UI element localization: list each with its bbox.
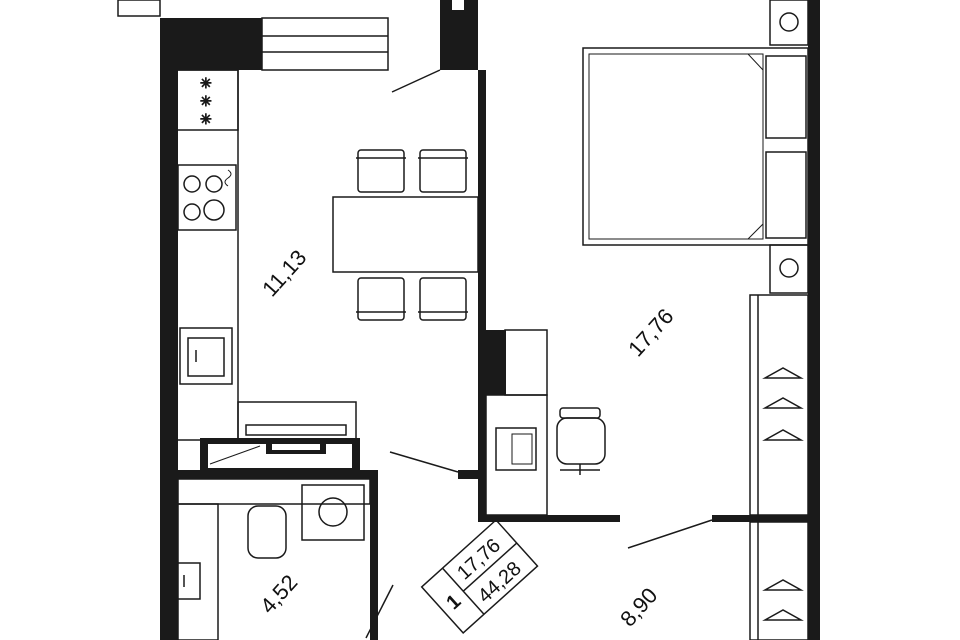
bathroom-area-label: 4,52 xyxy=(255,570,302,619)
bathroom-fixtures xyxy=(171,478,371,640)
office-chair-icon xyxy=(556,407,606,475)
sink-icon xyxy=(179,327,233,385)
kitchen-appliance xyxy=(200,401,360,472)
washing-machine-icon xyxy=(301,484,365,541)
fan-icon xyxy=(779,12,799,32)
chair-icon xyxy=(418,277,468,321)
fan-vent-icon: ✳ ✳ ✳ xyxy=(200,75,213,128)
window-top-left xyxy=(117,0,161,17)
fan-icon xyxy=(779,258,799,278)
desk xyxy=(485,329,606,516)
svg-text:✳: ✳ xyxy=(200,111,212,127)
chair-icon xyxy=(356,277,406,321)
wardrobe xyxy=(749,521,809,640)
dining-table xyxy=(332,149,479,321)
kitchen-window xyxy=(261,17,389,71)
bedroom-window xyxy=(769,0,809,294)
chair-icon xyxy=(356,149,406,193)
hanger-icon xyxy=(762,579,804,621)
svg-text:✳: ✳ xyxy=(200,75,212,91)
rooms-count: 1 xyxy=(442,590,465,614)
washbasin-icon xyxy=(171,562,201,600)
hanger-icon xyxy=(762,367,804,441)
summary-badge: 17,76 44,28 1 xyxy=(420,518,539,635)
wardrobe xyxy=(749,294,809,516)
kitchen-counter: ✳ ✳ ✳ xyxy=(175,69,239,441)
chair-icon xyxy=(418,149,468,193)
toilet-icon xyxy=(247,505,287,559)
laptop-icon xyxy=(495,427,537,471)
bed xyxy=(582,47,809,246)
kitchen-area-label: 11,13 xyxy=(257,245,311,301)
door-swings xyxy=(365,69,713,639)
svg-text:✳: ✳ xyxy=(200,93,212,109)
hallway-area-label: 8,90 xyxy=(615,583,662,632)
bedroom-area-label: 17,76 xyxy=(623,304,678,362)
stove-icon xyxy=(177,164,237,231)
walls xyxy=(160,0,820,640)
